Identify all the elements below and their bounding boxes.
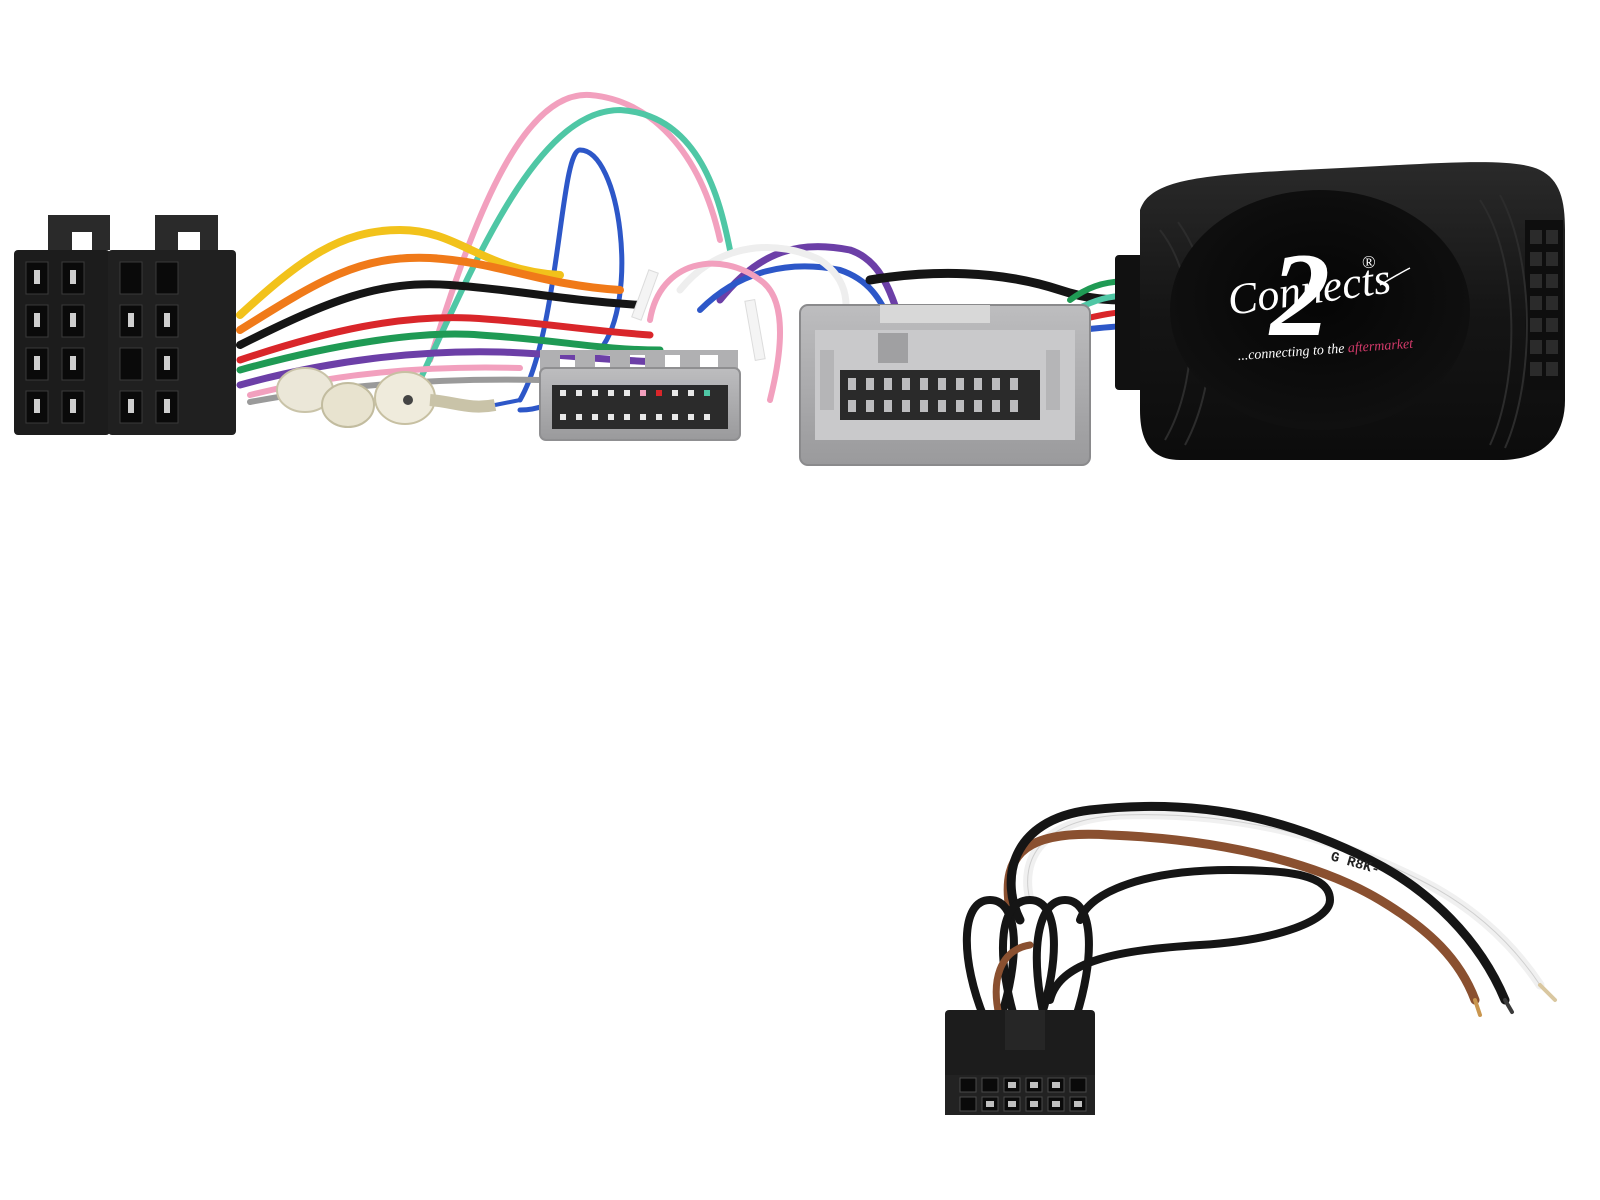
iso-connector xyxy=(14,215,236,435)
iso-block-right xyxy=(108,250,236,435)
orange-wire xyxy=(236,253,624,334)
green-wire xyxy=(236,330,664,374)
purple-wire-2 xyxy=(716,243,904,324)
black-wire-1 xyxy=(236,280,644,349)
logo-swoosh xyxy=(1379,267,1411,286)
iso-block-left xyxy=(14,250,110,435)
tagline-highlight: aftermarket xyxy=(1347,337,1414,357)
cable-tie-2 xyxy=(744,299,766,361)
registered-mark: ® xyxy=(1362,252,1376,272)
red-wire xyxy=(236,314,654,364)
grey-connector-small xyxy=(539,350,741,441)
logo-oval xyxy=(1170,190,1470,430)
purple-wire-1 xyxy=(236,348,664,389)
yellow-wire xyxy=(236,225,564,319)
teal-wire xyxy=(417,106,733,383)
cable-tie-1 xyxy=(631,269,659,321)
twelve-pin-plug xyxy=(945,1010,1095,1115)
brown-lead-wire xyxy=(1003,829,1480,1005)
grey-connector-large xyxy=(799,304,1091,466)
black-lead-wire xyxy=(1006,801,1510,1005)
logo-numeral: 2 xyxy=(1268,228,1330,361)
pink-wire-3 xyxy=(647,260,783,403)
patch-lead: G R8K- xyxy=(962,801,1557,1024)
black-loop-wire xyxy=(1046,865,1335,1004)
bullet-connectors xyxy=(276,367,521,428)
interface-box: 2 Connects ® ...connecting to the afterm… xyxy=(1115,162,1565,461)
